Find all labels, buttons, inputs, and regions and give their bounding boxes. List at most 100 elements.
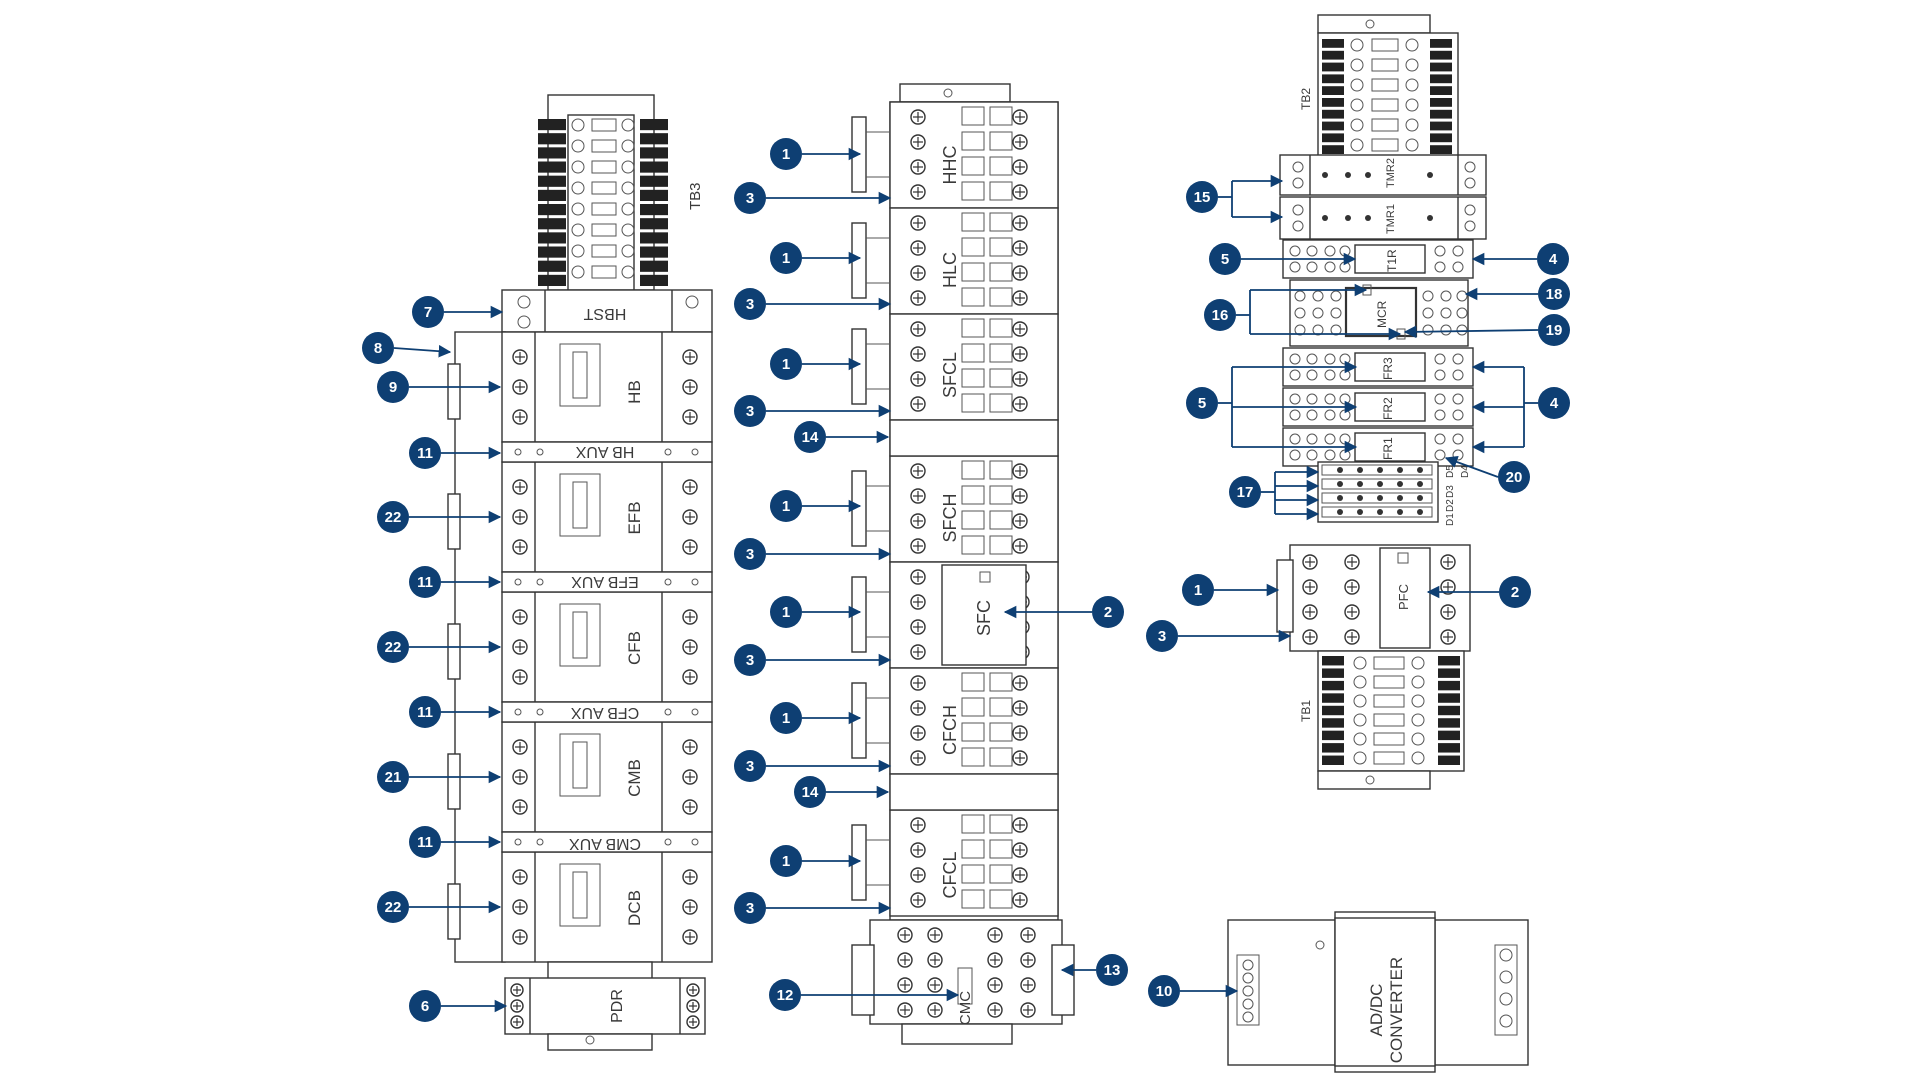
callout-badge	[770, 242, 802, 274]
callout-badge	[734, 395, 766, 427]
tb2-label: TB2	[1299, 88, 1313, 110]
callout-number: 1	[782, 710, 790, 727]
callout-6: 6	[409, 990, 508, 1022]
callout-number: 14	[802, 429, 819, 446]
callout-badge	[1499, 576, 1531, 608]
diode-block: D5 D4 D3 D2 D1	[1317, 461, 1471, 526]
callout-10: 10	[1148, 975, 1239, 1007]
callout-number: 12	[777, 987, 794, 1004]
cfch-label: CFCH	[940, 705, 960, 755]
cfcl-label: CFCL	[940, 851, 960, 898]
callout-badge	[770, 490, 802, 522]
callout-number: 22	[385, 899, 402, 916]
callout-1: 1	[1182, 574, 1280, 606]
callout-4: 4	[1471, 360, 1570, 454]
tb3-label: TB3	[687, 182, 704, 210]
device-ad-dc-converter: AD/DC CONVERTER	[1227, 911, 1529, 1073]
callout-3: 3	[734, 288, 892, 320]
callout-badge	[734, 538, 766, 570]
callout-number: 3	[746, 900, 754, 917]
converter-line1-label: AD/DC	[1367, 984, 1386, 1037]
callout-number: 1	[782, 356, 790, 373]
callout-number: 7	[424, 304, 432, 321]
callout-number: 1	[782, 604, 790, 621]
callout-15: 15	[1186, 174, 1284, 224]
tmr1-label: TMR1	[1385, 204, 1397, 234]
callout-number: 1	[782, 853, 790, 870]
callout-number: 9	[389, 379, 397, 396]
callout-number: 5	[1221, 251, 1229, 268]
efb-aux-label: EFB AUX	[571, 573, 639, 590]
d4-label: D4	[1460, 465, 1471, 478]
breaker-hb	[447, 331, 713, 443]
callout-number: 5	[1198, 395, 1206, 412]
hb-aux-label: HB AUX	[575, 443, 634, 460]
tmr2-label: TMR2	[1385, 158, 1397, 188]
cfb-label: CFB	[625, 631, 644, 665]
t1r-label: T1R	[1385, 249, 1399, 272]
terminal-block-tb2: TB2	[1299, 14, 1459, 159]
callout-number: 11	[417, 834, 433, 851]
callout-badge	[377, 761, 409, 793]
callout-badge	[377, 631, 409, 663]
sfcl-label: SFCL	[940, 352, 960, 398]
callout-1: 1	[770, 242, 862, 274]
efb-label: EFB	[625, 501, 644, 534]
callout-number: 6	[421, 998, 429, 1015]
callout-number: 3	[746, 546, 754, 563]
callout-7: 7	[412, 296, 504, 328]
callout-badge	[377, 371, 409, 403]
callout-3: 3	[1146, 620, 1292, 652]
callout-20: 20	[1444, 455, 1530, 493]
callout-badge	[770, 138, 802, 170]
terminal-block-tb3: TB3	[538, 94, 704, 291]
callout-3: 3	[734, 750, 892, 782]
callout-badge	[734, 288, 766, 320]
callout-badge	[362, 332, 394, 364]
callout-number: 11	[417, 445, 433, 462]
callout-number: 20	[1506, 469, 1523, 486]
callout-number: 11	[417, 704, 433, 721]
breaker-column: TB3 HBST HB HB AUX EFB EFB AUX CFB CFB A…	[447, 94, 713, 1051]
callout-badge	[409, 990, 441, 1022]
breaker-cfb	[447, 591, 713, 703]
callout-11: 11	[409, 566, 502, 598]
callout-22: 22	[377, 631, 502, 663]
callout-number: 2	[1511, 584, 1519, 601]
callout-3: 3	[734, 892, 892, 924]
callout-number: 2	[1104, 604, 1112, 621]
tb1-label: TB1	[1299, 700, 1313, 722]
callout-3: 3	[734, 395, 892, 427]
callout-17: 17	[1229, 465, 1320, 521]
contactor-column: HHC HLC SFCL SFCH SFC CFCH CFCL CMC	[851, 83, 1075, 1045]
callout-badge	[1096, 954, 1128, 986]
callout-badge	[1538, 387, 1570, 419]
fr1-label: FR1	[1381, 437, 1395, 460]
d5-label: D5	[1445, 465, 1456, 478]
device-pfc: PFC	[1276, 544, 1471, 652]
callout-3: 3	[734, 182, 892, 214]
aux-contact-3	[501, 701, 713, 723]
callout-number: 1	[1194, 582, 1202, 599]
hbst-label: HBST	[583, 305, 626, 322]
spacer-2	[889, 773, 1059, 811]
callout-number: 3	[1158, 628, 1166, 645]
device-pdr: PDR	[504, 961, 706, 1051]
callout-badge	[734, 750, 766, 782]
callout-badge	[1182, 574, 1214, 606]
callout-1: 1	[770, 490, 862, 522]
callout-badge	[1538, 314, 1570, 346]
callout-badge	[770, 596, 802, 628]
callout-1: 1	[770, 138, 862, 170]
sfch-label: SFCH	[940, 494, 960, 543]
callout-badge	[734, 892, 766, 924]
callout-5: 5	[1209, 243, 1357, 275]
device-tmr2: TMR2	[1279, 154, 1487, 196]
callout-3: 3	[734, 644, 892, 676]
hhc-label: HHC	[940, 146, 960, 185]
callout-number: 13	[1104, 962, 1121, 979]
callout-number: 14	[802, 784, 819, 801]
callout-badge	[1538, 278, 1570, 310]
dcb-label: DCB	[625, 890, 644, 926]
